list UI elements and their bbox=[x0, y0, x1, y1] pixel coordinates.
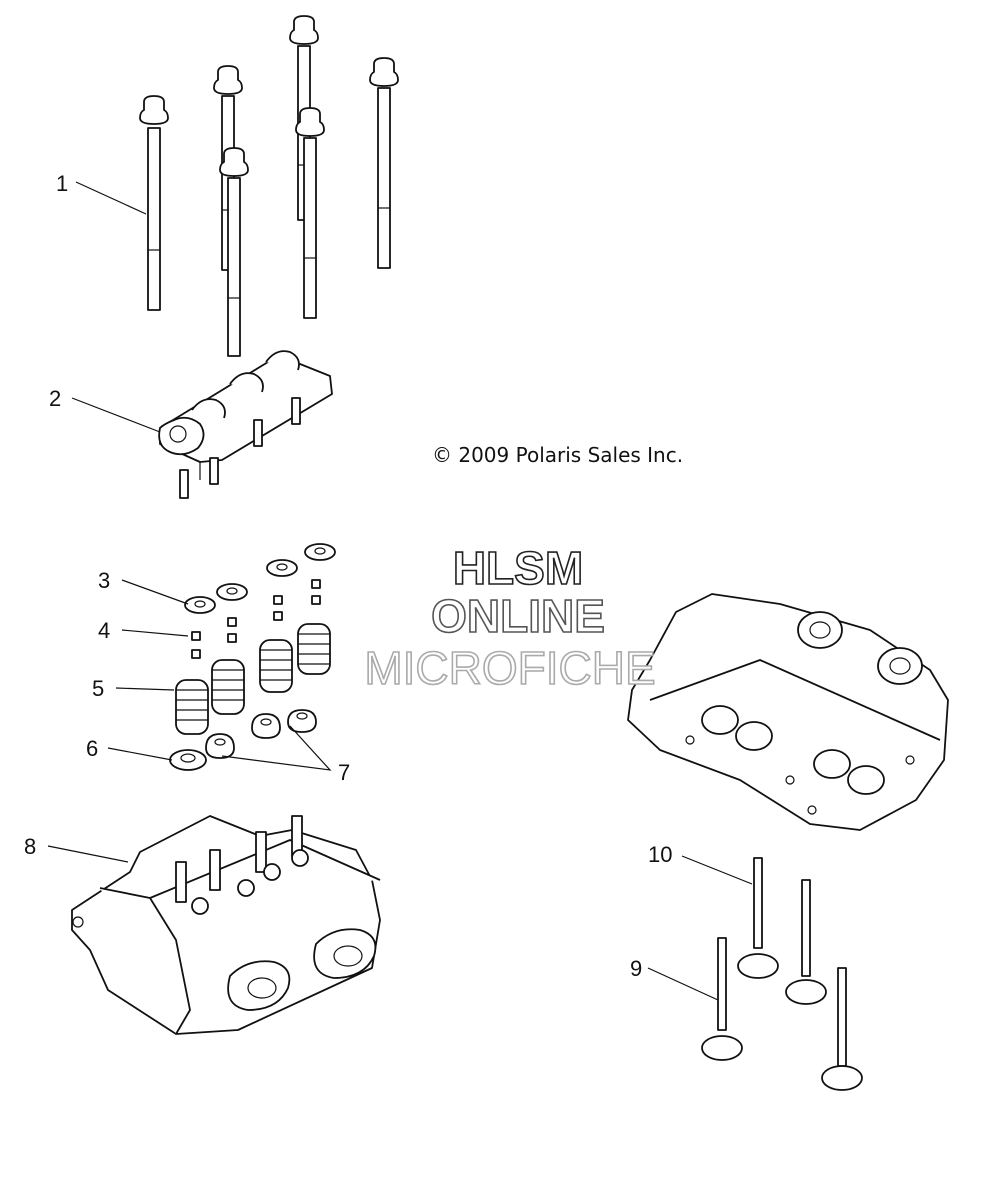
bolt bbox=[219, 147, 249, 357]
bolt bbox=[295, 107, 325, 319]
watermark-line-1: HLSM bbox=[453, 542, 583, 594]
callout-3: 3 bbox=[98, 568, 110, 593]
callout-7: 7 bbox=[338, 760, 350, 785]
callout-9: 9 bbox=[630, 956, 642, 981]
callout-8: 8 bbox=[24, 834, 36, 859]
watermark-line-2: ONLINE bbox=[431, 590, 605, 642]
rocker-arm-assembly bbox=[158, 350, 333, 499]
valve-springs bbox=[175, 623, 331, 735]
watermark: HLSM ONLINE MICROFICHE bbox=[364, 541, 657, 695]
copyright-notice: © 2009 Polaris Sales Inc. bbox=[432, 443, 683, 467]
spring-seat bbox=[169, 749, 207, 771]
valve-keepers bbox=[191, 579, 321, 659]
callout-2: 2 bbox=[49, 386, 61, 411]
callout-4: 4 bbox=[98, 618, 110, 643]
leader-lines bbox=[47, 181, 753, 1001]
callout-1: 1 bbox=[56, 171, 68, 196]
watermark-line-3: MICROFICHE bbox=[364, 642, 655, 694]
callout-6: 6 bbox=[86, 736, 98, 761]
valves bbox=[701, 857, 863, 1091]
spring-retainers bbox=[184, 543, 336, 614]
cylinder-head-top-view bbox=[71, 815, 381, 1035]
cylinder-head-bottom-view bbox=[627, 593, 949, 831]
bolt bbox=[369, 57, 399, 269]
valve-stem-seals bbox=[205, 709, 317, 759]
callout-5: 5 bbox=[92, 676, 104, 701]
head-bolts bbox=[139, 15, 399, 357]
callout-10: 10 bbox=[648, 842, 672, 867]
bolt bbox=[139, 95, 169, 311]
